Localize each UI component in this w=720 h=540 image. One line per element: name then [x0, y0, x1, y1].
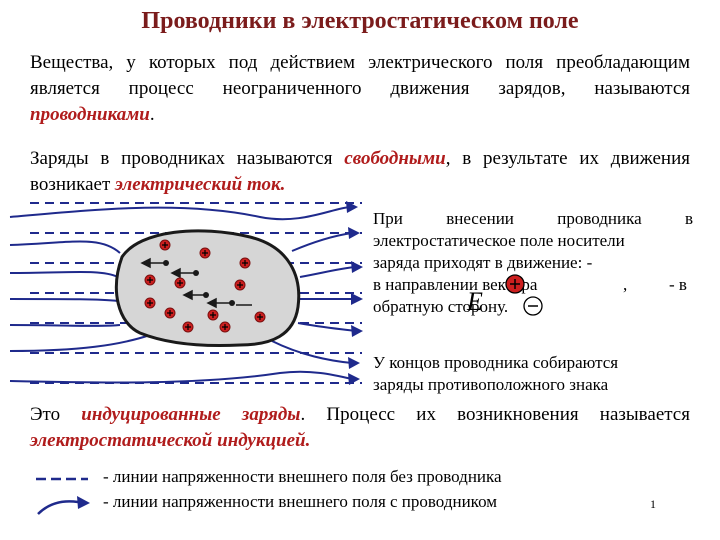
right-line-5: обратную сторону. E → — [373, 289, 693, 318]
right-line-4: в направлении вектора , - в — [373, 274, 693, 296]
term-electric-current: электрический ток. — [115, 174, 286, 195]
field-effect-text: При внесении проводника в электростатиче… — [373, 208, 693, 318]
vector-e-symbol: E — [467, 287, 483, 316]
negative-charge-icon — [523, 296, 543, 316]
charge-ends-note: У концов проводника собираются заряды пр… — [373, 353, 619, 394]
term-conductors: проводниками — [30, 104, 150, 125]
positive-ions — [144, 239, 266, 333]
positive-charge-icon — [505, 274, 525, 294]
conductor-body — [114, 229, 301, 347]
conductor-field-diagram — [9, 201, 363, 385]
vector-arrow-icon: → — [469, 292, 481, 306]
definition-paragraph: Вещества, у которых под действием электр… — [30, 50, 690, 128]
definition-text: Вещества, у которых под действием электр… — [30, 52, 690, 99]
field-line-arrowheads — [346, 201, 363, 385]
right-line-3: заряда приходят в движение: - — [373, 253, 593, 272]
solid-arrow-legend-icon — [37, 496, 90, 515]
electrons — [163, 260, 235, 306]
page-number: 1 — [650, 497, 656, 511]
term-electrostatic-induction: электростатической индукцией. — [30, 430, 311, 451]
term-free: свободными — [344, 148, 446, 169]
legend-solid-label: - линии напряженности внешнего поля с пр… — [103, 492, 497, 511]
definition-end: . — [149, 104, 155, 125]
electron-arrows — [140, 257, 252, 309]
right-line-2: электростатическое поле носители — [373, 231, 625, 250]
free-charges-text-1: Заряды в проводниках называются — [30, 148, 345, 169]
legend-dashed-label: - линии напряженности внешнего поля без … — [103, 467, 502, 486]
dashed-line-legend-icon — [36, 477, 88, 481]
induction-paragraph: Это индуцированные заряды. Процесс их во… — [30, 404, 690, 451]
external-field-lines-solid — [9, 206, 356, 384]
free-charges-text-2: , в результате их движения возникает — [30, 148, 690, 195]
free-charges-paragraph: Заряды в проводниках называются свободны… — [30, 146, 690, 198]
right-line-1: При внесении проводника в — [373, 209, 693, 228]
term-induced-charges: индуцированные заряды — [81, 404, 301, 425]
page-title: Проводники в электростатическом поле — [141, 8, 579, 34]
